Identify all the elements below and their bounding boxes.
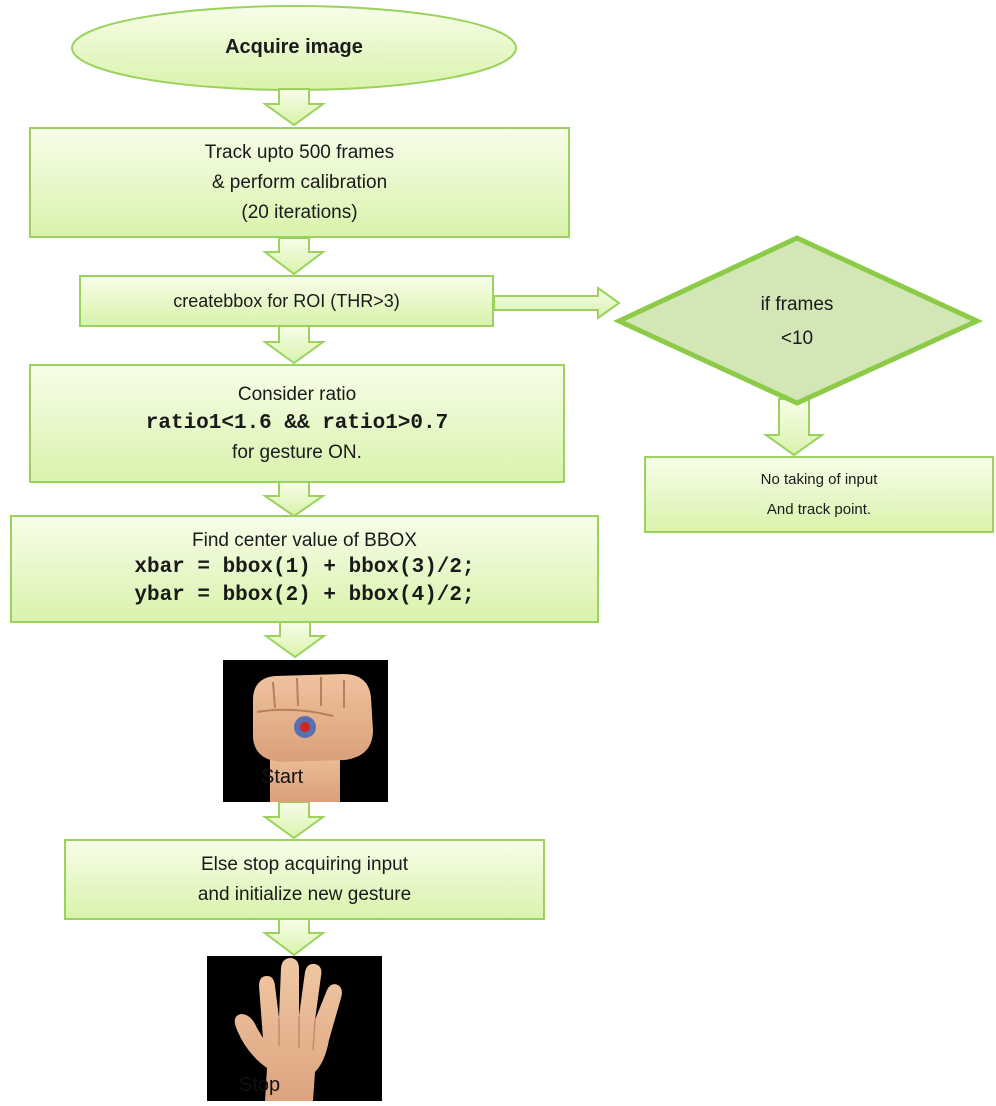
decision-line-1: if frames: [760, 294, 834, 315]
else-stop-box: Else stop acquiring input and initialize…: [64, 839, 545, 920]
decision-diamond: [613, 235, 984, 406]
notake-line-1: No taking of input: [760, 470, 878, 488]
find-center-box: Find center value of BBOX xbar = bbox(1)…: [10, 515, 599, 623]
arrow-down-2: [262, 237, 326, 276]
fist-hand-icon: [253, 674, 373, 802]
arrow-right-decision: [493, 286, 621, 320]
arrow-down-decision: [762, 398, 826, 457]
else-line-2: and initialize new gesture: [197, 883, 412, 905]
start-caption: Start: [261, 766, 304, 788]
arrow-down-7: [262, 918, 326, 957]
no-taking-input-box: No taking of input And track point.: [644, 456, 994, 533]
arrow-down-3: [261, 325, 327, 365]
stop-caption: Stop: [239, 1074, 281, 1096]
arrow-down-1: [261, 88, 327, 127]
arrow-down-5: [262, 621, 328, 659]
arrow-down-6: [261, 801, 327, 840]
stop-gesture-image: Stop: [207, 956, 382, 1101]
ratio-condition: ratio1<1.6 && ratio1>0.7: [145, 411, 449, 435]
center-code-2: ybar = bbox(2) + bbox(4)/2;: [134, 584, 475, 607]
track-line-3: (20 iterations): [241, 201, 358, 223]
center-line-1: Find center value of BBOX: [192, 530, 417, 551]
decision-line-2: <10: [780, 328, 814, 349]
bbox-label: createbbox for ROI (THR>3): [173, 291, 400, 311]
create-bbox-box: createbbox for ROI (THR>3): [79, 275, 494, 327]
arrow-down-4: [261, 481, 327, 518]
open-palm-icon: [234, 958, 342, 1101]
acquire-image-label: Acquire image: [225, 36, 363, 58]
track-calibration-box: Track upto 500 frames & perform calibrat…: [29, 127, 570, 238]
else-line-1: Else stop acquiring input: [200, 853, 408, 875]
ratio-line-1: Consider ratio: [237, 383, 357, 405]
track-line-1: Track upto 500 frames: [204, 141, 395, 163]
start-gesture-image: Start: [223, 660, 388, 802]
decision-text: if frames <10: [719, 288, 875, 356]
track-line-2: & perform calibration: [211, 171, 388, 193]
center-code-1: xbar = bbox(1) + bbox(3)/2;: [134, 556, 475, 579]
consider-ratio-box: Consider ratio ratio1<1.6 && ratio1>0.7 …: [29, 364, 565, 483]
ratio-line-3: for gesture ON.: [232, 441, 362, 463]
notake-line-2: And track point.: [766, 500, 872, 518]
